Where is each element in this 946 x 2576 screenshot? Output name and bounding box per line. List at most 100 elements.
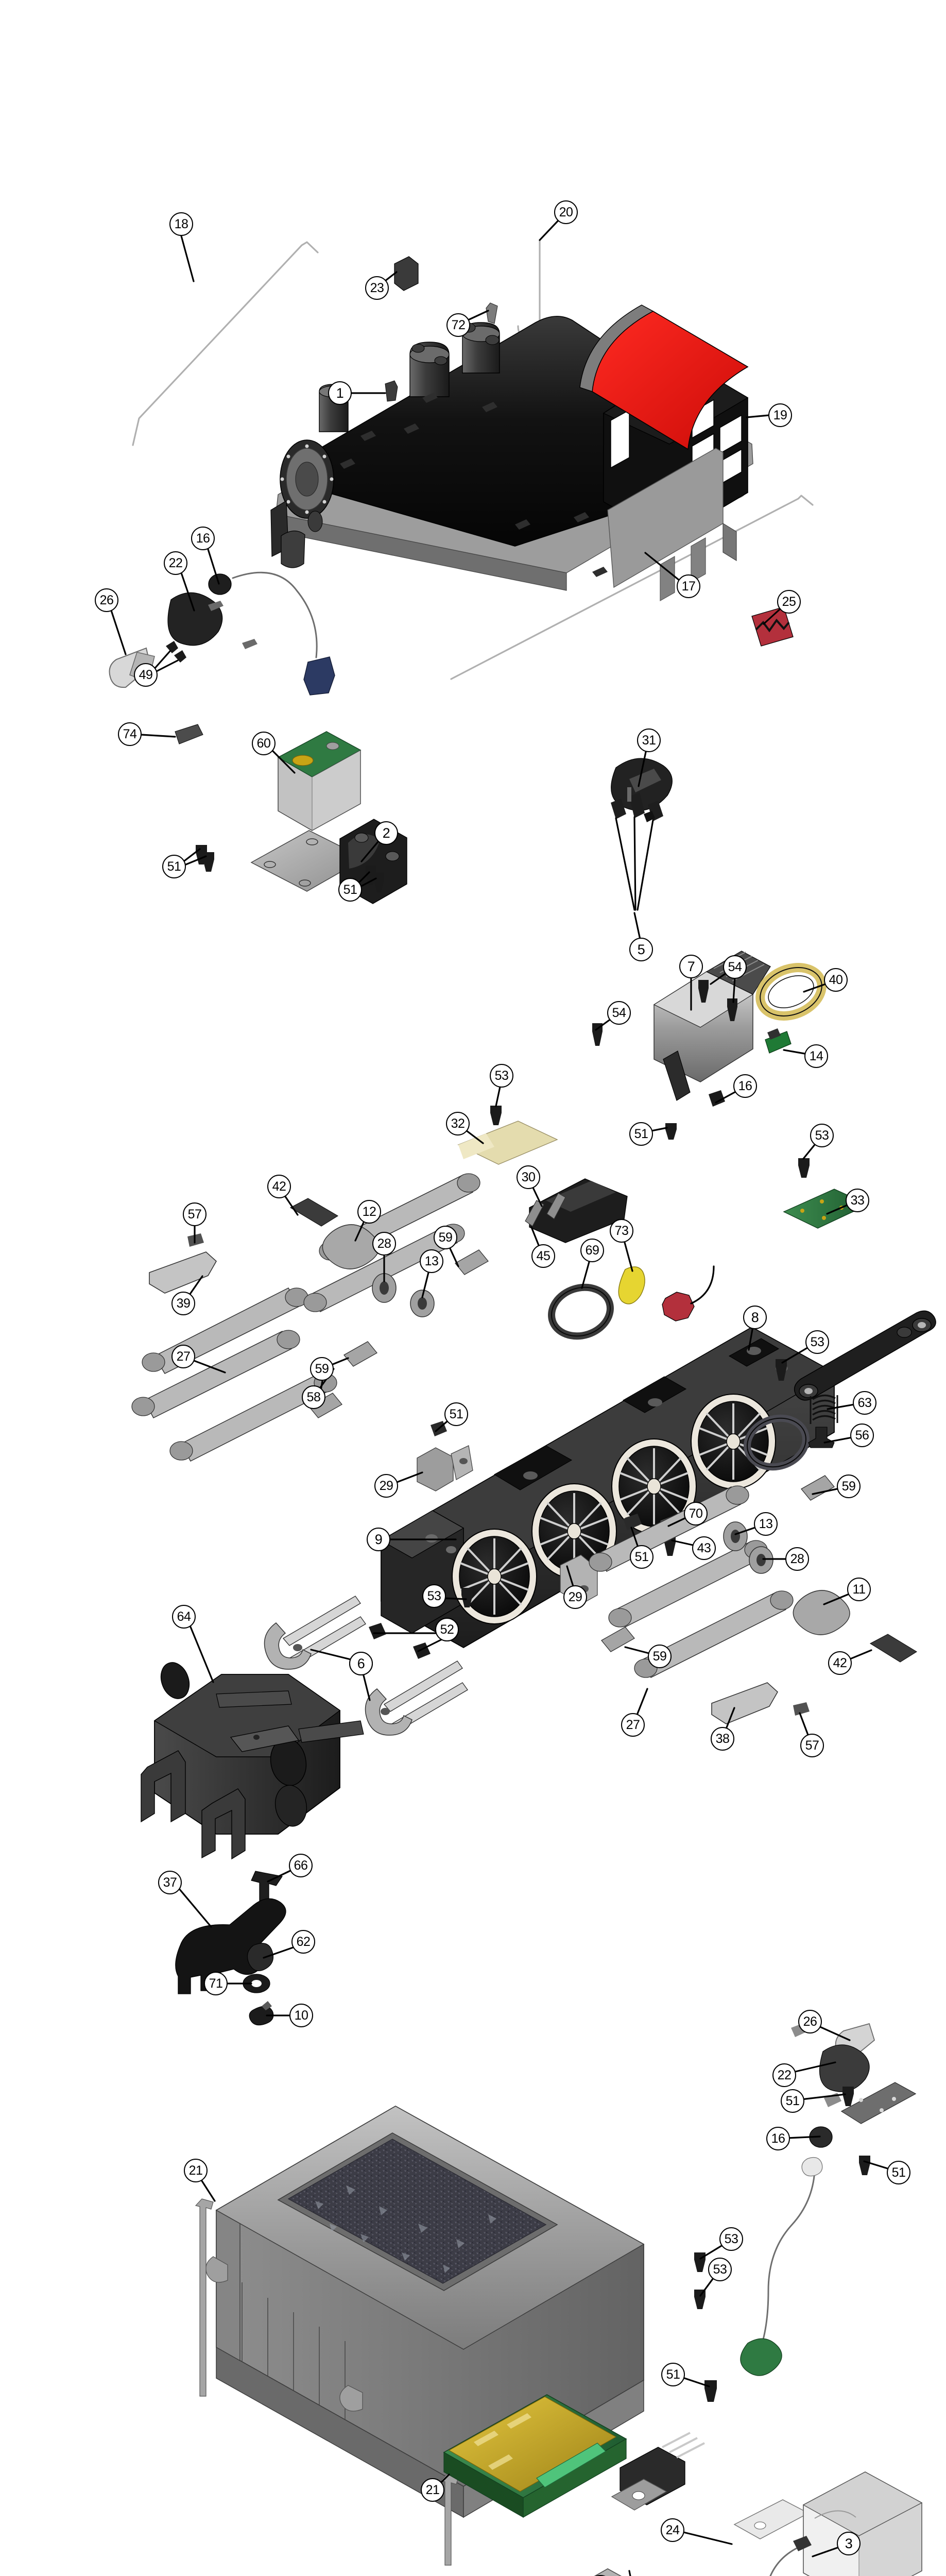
callout-balloon-22[interactable]: 22 [772, 2063, 796, 2087]
callout-balloon-10[interactable]: 10 [289, 2004, 313, 2027]
callout-balloon-2[interactable]: 2 [374, 821, 398, 845]
callout-balloon-72[interactable]: 72 [446, 313, 470, 337]
callout-balloon-12[interactable]: 12 [357, 1200, 381, 1224]
callout-balloon-66[interactable]: 66 [289, 1854, 313, 1877]
callout-balloon-24[interactable]: 24 [661, 2518, 684, 2542]
callout-balloon-40[interactable]: 40 [824, 968, 848, 992]
callout-balloon-54[interactable]: 54 [607, 1001, 631, 1025]
callout-balloon-21[interactable]: 21 [421, 2478, 444, 2502]
callout-balloon-23[interactable]: 23 [365, 276, 389, 300]
callout-balloon-38[interactable]: 38 [711, 1727, 734, 1751]
callout-leader [283, 1193, 299, 1216]
callout-balloon-18[interactable]: 18 [169, 212, 193, 236]
callout-balloon-63[interactable]: 63 [853, 1391, 876, 1415]
callout-balloon-13[interactable]: 13 [420, 1249, 443, 1273]
callout-balloon-42[interactable]: 42 [828, 1651, 852, 1675]
callout-balloon-5[interactable]: 5 [629, 938, 653, 961]
callout-balloon-20[interactable]: 20 [554, 200, 578, 224]
callout-balloon-64[interactable]: 64 [172, 1605, 196, 1629]
callout-balloon-16[interactable]: 16 [191, 527, 215, 550]
callout-balloon-54[interactable]: 54 [723, 955, 747, 979]
callout-balloon-25[interactable]: 25 [777, 590, 801, 614]
callout-balloon-51[interactable]: 51 [338, 878, 362, 902]
callout-leader [812, 2546, 841, 2557]
callout-balloon-59[interactable]: 59 [837, 1475, 861, 1498]
callout-balloon-22[interactable]: 22 [164, 551, 187, 575]
callout-balloon-30[interactable]: 30 [517, 1165, 540, 1189]
callout-leader [748, 1326, 754, 1351]
callout-balloon-33[interactable]: 33 [846, 1189, 869, 1212]
callout-balloon-19[interactable]: 19 [768, 403, 792, 427]
callout-balloon-13[interactable]: 13 [754, 1512, 778, 1536]
callout-leader [644, 552, 681, 582]
callout-balloon-62[interactable]: 62 [291, 1930, 315, 1954]
callout-balloon-53[interactable]: 53 [719, 2227, 743, 2251]
callout-balloon-53[interactable]: 53 [490, 1064, 513, 1088]
callout-balloon-11[interactable]: 11 [847, 1578, 871, 1601]
callout-balloon-51[interactable]: 51 [661, 2363, 685, 2386]
callout-balloon-57[interactable]: 57 [800, 1734, 824, 1757]
callout-balloon-27[interactable]: 27 [171, 1345, 195, 1368]
callout-balloon-16[interactable]: 16 [733, 1074, 757, 1098]
callout-balloon-32[interactable]: 32 [446, 1112, 470, 1136]
callout-leader [763, 607, 782, 625]
callout-balloon-26[interactable]: 26 [798, 2010, 822, 2033]
callout-balloon-3[interactable]: 3 [837, 2532, 861, 2555]
callout-balloon-57[interactable]: 57 [183, 1202, 207, 1226]
callout-balloon-16[interactable]: 16 [766, 2127, 790, 2150]
callout-leader [680, 2376, 710, 2387]
callout-balloon-39[interactable]: 39 [171, 1292, 195, 1315]
callout-balloon-21[interactable]: 21 [184, 2159, 208, 2182]
callout-balloon-69[interactable]: 69 [580, 1239, 604, 1262]
callout-balloon-27[interactable]: 27 [621, 1713, 645, 1737]
callout-leader [263, 1946, 296, 1959]
callout-balloon-42[interactable]: 42 [267, 1175, 291, 1198]
callout-leader [360, 838, 382, 862]
callout-balloon-28[interactable]: 28 [785, 1547, 809, 1571]
callout-balloon-17[interactable]: 17 [677, 574, 700, 598]
callout-balloon-53[interactable]: 53 [422, 1584, 446, 1608]
callout-leader [786, 2136, 821, 2139]
callout-balloon-37[interactable]: 37 [158, 1871, 182, 1894]
callout-leader [354, 1218, 366, 1242]
callout-balloon-51[interactable]: 51 [630, 1545, 653, 1569]
callout-balloon-58[interactable]: 58 [302, 1385, 325, 1409]
callout-leader [180, 235, 195, 282]
callout-leader [671, 1539, 696, 1547]
callout-balloon-59[interactable]: 59 [648, 1645, 672, 1668]
callout-balloon-7[interactable]: 7 [679, 955, 703, 978]
callout-balloon-70[interactable]: 70 [684, 1502, 708, 1526]
callout-balloon-59[interactable]: 59 [310, 1357, 334, 1381]
callout-balloon-71[interactable]: 71 [204, 1972, 228, 1995]
callout-balloon-51[interactable]: 51 [162, 855, 186, 878]
callout-balloon-51[interactable]: 51 [444, 1402, 468, 1426]
callout-balloon-59[interactable]: 59 [434, 1226, 457, 1249]
callout-balloon-51[interactable]: 51 [781, 2089, 804, 2113]
callout-leader [699, 2243, 725, 2260]
callout-balloon-29[interactable]: 29 [374, 1474, 398, 1498]
callout-balloon-1[interactable]: 1 [328, 381, 352, 405]
callout-balloon-28[interactable]: 28 [372, 1232, 396, 1256]
callout-balloon-29[interactable]: 29 [563, 1585, 587, 1609]
callout-balloon-51[interactable]: 51 [629, 1122, 653, 1146]
callout-balloon-51[interactable]: 51 [887, 2161, 910, 2184]
callout-balloon-43[interactable]: 43 [692, 1536, 716, 1560]
callout-balloon-45[interactable]: 45 [531, 1244, 555, 1268]
callout-balloon-53[interactable]: 53 [810, 1124, 834, 1147]
callout-balloon-73[interactable]: 73 [610, 1219, 633, 1243]
callout-balloon-31[interactable]: 31 [637, 728, 661, 752]
callout-balloon-60[interactable]: 60 [252, 732, 276, 755]
callout-balloon-14[interactable]: 14 [804, 1044, 828, 1068]
callout-balloon-26[interactable]: 26 [95, 588, 118, 612]
callout-balloon-6[interactable]: 6 [349, 1652, 373, 1675]
callout-balloon-49[interactable]: 49 [134, 663, 158, 687]
callout-balloon-9[interactable]: 9 [367, 1528, 390, 1551]
callout-balloon-52[interactable]: 52 [435, 1618, 459, 1641]
callout-balloon-56[interactable]: 56 [850, 1423, 874, 1447]
callout-balloon-8[interactable]: 8 [743, 1306, 767, 1329]
callout-balloon-74[interactable]: 74 [118, 722, 142, 746]
callout-leader [188, 1623, 214, 1683]
callout-balloon-53[interactable]: 53 [805, 1330, 829, 1354]
callout-leader [566, 1565, 575, 1589]
callout-balloon-53[interactable]: 53 [708, 2258, 732, 2281]
